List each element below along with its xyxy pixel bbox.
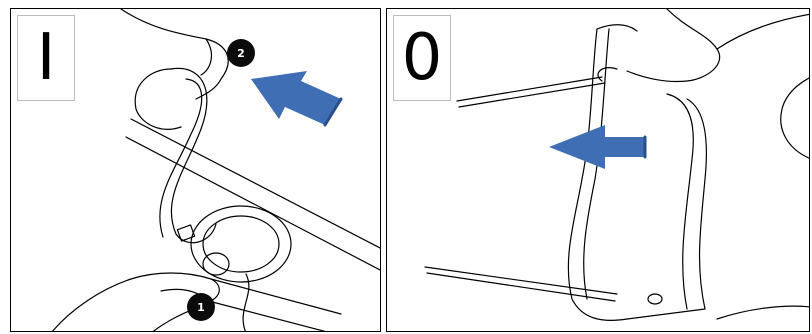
seat-rail-lower — [125, 136, 380, 271]
left-illustration — [51, 9, 380, 331]
seat-rail-bottom — [210, 278, 342, 315]
backrest-frame-left-inner — [583, 28, 610, 300]
arm-bottom-outline — [716, 305, 809, 320]
pivot — [647, 293, 663, 305]
armrest-top — [134, 68, 182, 130]
step-number: 1 — [197, 300, 205, 314]
armrest-outer — [170, 67, 217, 244]
backrest-frame-right — [666, 93, 694, 310]
push-arrow-edge — [323, 97, 343, 127]
push-arrow — [251, 71, 341, 125]
armrest-bar-lower-b — [426, 272, 616, 302]
base-link — [626, 308, 706, 320]
backrest-frame-right-inner — [686, 98, 707, 310]
panel-position-on: I 2 1 — [10, 8, 381, 332]
position-label-box: 0 — [393, 15, 451, 101]
seat-knob-inner — [202, 215, 280, 273]
position-label: I — [36, 21, 56, 95]
armrest-bar-lower-a — [424, 266, 618, 295]
hand-top-outline — [626, 9, 721, 83]
release-button — [202, 252, 230, 276]
armrest-inner — [159, 78, 203, 238]
hand-top-outline — [120, 9, 229, 100]
armrest-clip — [176, 224, 196, 242]
hand-top-finger — [597, 67, 618, 82]
step-number: 2 — [237, 46, 245, 60]
armrest-bar-upper-b — [458, 82, 606, 108]
position-label-box: I — [17, 15, 75, 101]
armrest-bar-upper-a — [456, 76, 603, 102]
seat-rail-upper — [130, 118, 380, 249]
panel-position-off: 0 — [386, 8, 810, 332]
backrest-top — [596, 24, 638, 32]
cable — [242, 273, 250, 331]
seat-knob-housing — [190, 205, 292, 283]
seat-rail-bottom-2 — [200, 298, 326, 331]
hand-top-finger — [200, 38, 213, 76]
step-badge-2: 2 — [227, 39, 255, 67]
position-label: 0 — [401, 21, 443, 95]
arm-top-outline — [716, 13, 809, 50]
step-badge-1: 1 — [187, 293, 215, 321]
pull-arrow — [549, 125, 645, 169]
right-illustration — [424, 9, 809, 321]
backrest-frame-left — [567, 28, 628, 321]
forearm-outline — [780, 77, 809, 159]
